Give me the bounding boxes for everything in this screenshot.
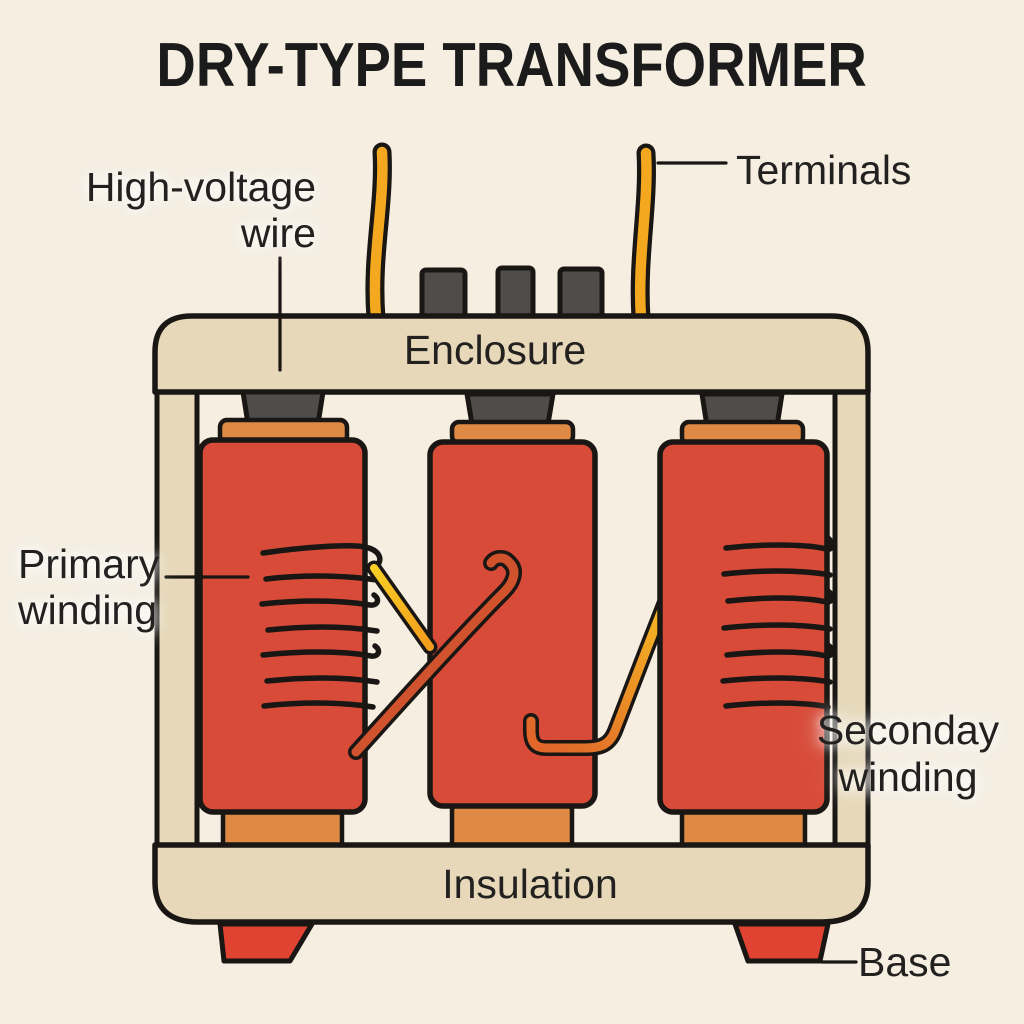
- connection-wire-lower-left: [348, 550, 522, 760]
- label-terminals: Terminals: [736, 147, 912, 193]
- winding-turn: [260, 543, 383, 570]
- page-title: DRY-TYPE TRANSFORMER: [156, 31, 868, 100]
- coil-pedestal: [449, 803, 575, 849]
- wire-core: [370, 564, 434, 651]
- bushing: [419, 267, 468, 321]
- terminal-wire-right: [630, 143, 656, 328]
- wire-core: [369, 146, 388, 324]
- winding-turn: [264, 675, 380, 685]
- primary-tap-wire: [366, 560, 438, 655]
- wire-core: [526, 592, 672, 753]
- high-voltage-wire-left: [365, 142, 392, 328]
- winding-turn: [720, 675, 833, 685]
- label-primary-winding: Primary winding: [18, 541, 160, 633]
- frame-post-left: [154, 387, 200, 850]
- winding-turn: [259, 592, 381, 608]
- connection-wire-lower-right: [523, 589, 675, 756]
- label-enclosure: Enclosure: [403, 327, 587, 373]
- bushing: [557, 266, 605, 321]
- coil-middle: [427, 439, 598, 809]
- core-cap: [464, 391, 556, 427]
- primary-winding-turns: [259, 543, 383, 710]
- label-high-voltage-wire: High-voltage wire: [40, 164, 316, 256]
- wire-core: [634, 147, 652, 324]
- winding-turn: [724, 642, 835, 659]
- winding-turn: [261, 700, 376, 710]
- winding-turn: [263, 573, 380, 583]
- winding-turn: [265, 624, 380, 634]
- winding-turn: [721, 568, 833, 578]
- base-foot-left: [217, 921, 315, 964]
- winding-turn: [260, 643, 382, 659]
- winding-turn: [723, 700, 831, 710]
- wire-core: [351, 553, 519, 757]
- bushing: [495, 265, 536, 321]
- winding-turn: [723, 535, 835, 553]
- base-foot-right: [732, 921, 831, 964]
- label-secondary-winding: Seconday winding: [798, 707, 1018, 801]
- winding-turn: [721, 622, 833, 632]
- secondary-winding-turns: [720, 535, 835, 710]
- label-insulation: Insulation: [442, 861, 618, 907]
- enclosure-top-panel: [152, 313, 871, 395]
- winding-turn: [725, 588, 835, 605]
- label-base: Base: [858, 939, 952, 985]
